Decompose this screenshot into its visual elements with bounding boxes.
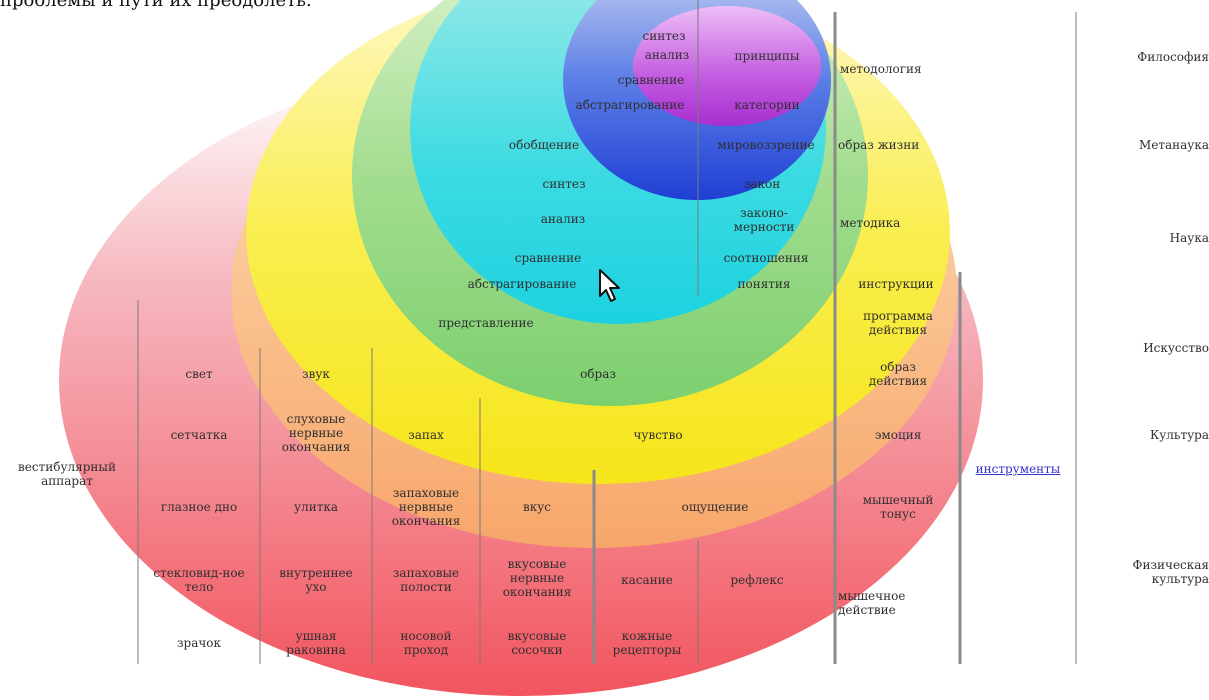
mid-right-label: законо- мерности bbox=[733, 206, 795, 234]
level-label: Философия bbox=[1137, 50, 1209, 64]
smell-label: запаховые полости bbox=[392, 566, 460, 594]
tools-link[interactable]: инструменты bbox=[975, 462, 1061, 476]
taste-label: вкус bbox=[522, 500, 552, 514]
feeling-label: чувство bbox=[633, 428, 683, 442]
right-col-label: методология bbox=[840, 62, 922, 76]
level-label: Метанаука bbox=[1138, 138, 1209, 152]
ellipse-purple bbox=[633, 6, 821, 126]
inner-right-label: категории bbox=[734, 98, 800, 112]
sight-label: стекловид-ное тело bbox=[153, 566, 245, 594]
sight-label: сетчатка bbox=[170, 428, 228, 442]
smell-label: запах bbox=[408, 428, 444, 442]
right-col-label: образ жизни bbox=[838, 138, 920, 152]
mouse-pointer-icon bbox=[598, 268, 624, 308]
level-label: Культура bbox=[1149, 428, 1209, 442]
mid-right-label: понятия bbox=[737, 277, 791, 291]
mid-right-label: закон bbox=[743, 177, 781, 191]
inner-left-label: синтез bbox=[642, 29, 686, 43]
vestibular-label: вестибулярный аппарат bbox=[18, 460, 116, 488]
mid-right-label: соотношения bbox=[723, 251, 809, 265]
taste-label: вкусовые сосочки bbox=[507, 629, 567, 657]
image-label: образ bbox=[580, 367, 616, 381]
mid-left-label: абстрагирование bbox=[467, 277, 577, 291]
reflex-label: рефлекс bbox=[730, 573, 784, 587]
inner-left-label: сравнение bbox=[617, 73, 685, 87]
mid-left-label: анализ bbox=[540, 212, 586, 226]
mid-left-label: обобщение bbox=[508, 138, 580, 152]
mid-left-label: сравнение bbox=[514, 251, 582, 265]
hearing-label: улитка bbox=[294, 500, 338, 514]
mid-right-label: мировоззрение bbox=[717, 138, 815, 152]
inner-left-label: абстрагирование bbox=[575, 98, 685, 112]
mid-left-label: синтез bbox=[542, 177, 586, 191]
hearing-label: слуховые нервные окончания bbox=[281, 412, 351, 454]
right-col-label: мышечный тонус bbox=[862, 493, 934, 521]
sight-label: свет bbox=[185, 367, 213, 381]
inner-right-label: принципы bbox=[734, 49, 800, 63]
right-col-label: методика bbox=[840, 216, 901, 230]
inner-left-label: анализ bbox=[644, 48, 690, 62]
right-col-label: образ действия bbox=[868, 360, 928, 388]
right-col-label: инструкции bbox=[858, 277, 934, 291]
hearing-label: внутреннее ухо bbox=[279, 566, 353, 594]
sight-label: зрачок bbox=[176, 636, 222, 650]
representation-label: представление bbox=[438, 316, 534, 330]
hearing-label: звук bbox=[302, 367, 330, 381]
skin-receptors-label: кожные рецепторы bbox=[612, 629, 682, 657]
right-col-label: эмоция bbox=[874, 428, 922, 442]
sensation-label: ощущение bbox=[681, 500, 749, 514]
sight-label: глазное дно bbox=[160, 500, 238, 514]
touch-label: касание bbox=[621, 573, 673, 587]
right-col-label: мышечное действие bbox=[838, 589, 906, 617]
taste-label: вкусовые нервные окончания bbox=[502, 557, 572, 599]
right-col-label: программа действия bbox=[863, 309, 933, 337]
smell-label: запаховые нервные окончания bbox=[391, 486, 461, 528]
hearing-label: ушная раковина bbox=[286, 629, 346, 657]
level-label: Наука bbox=[1169, 231, 1209, 245]
level-label: Физическая культура bbox=[1132, 558, 1209, 586]
smell-label: носовой проход bbox=[400, 629, 452, 657]
top-text: проблемы и пути их преодолеть. bbox=[0, 0, 312, 11]
level-label: Искусство bbox=[1143, 341, 1209, 355]
